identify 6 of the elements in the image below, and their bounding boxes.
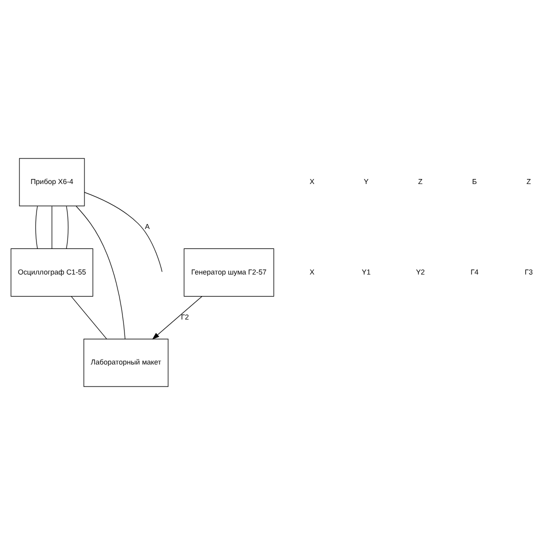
connector: [71, 296, 107, 339]
connector: [35, 205, 38, 248]
connector: [84, 192, 162, 272]
connector: [76, 205, 126, 339]
arrow: [152, 296, 202, 340]
connector: [66, 205, 68, 248]
